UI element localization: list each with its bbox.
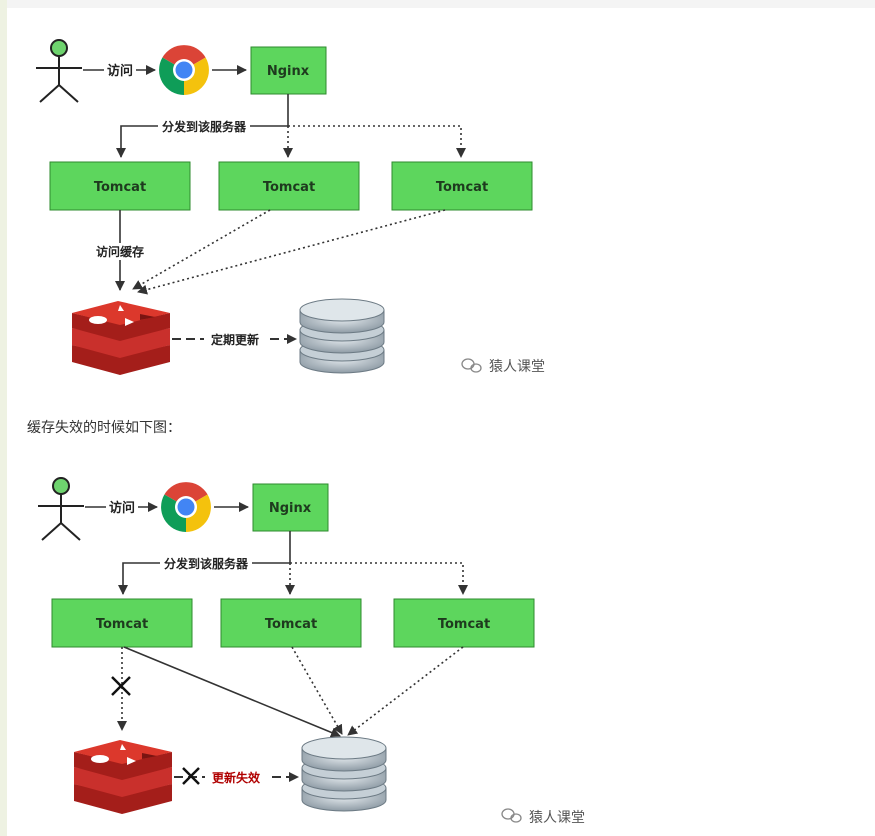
tomcat-label-1: Tomcat (94, 180, 146, 195)
nginx-box: Nginx (252, 483, 329, 532)
user-icon (38, 477, 84, 541)
tomcat-box-3: Tomcat (391, 161, 533, 211)
nginx-label: Nginx (267, 64, 310, 79)
cache-access-connectors: 访问缓存 (88, 209, 446, 295)
caption-cache-failure: 缓存失效的时候如下图： (27, 420, 181, 436)
tomcat-label-2: Tomcat (263, 180, 315, 195)
tomcat-box-1: Tomcat (51, 598, 193, 648)
visit-arrow: 访问 (85, 498, 158, 516)
failure-x-icon (111, 676, 131, 696)
diagram-normal-svg: 访问 Nginx 分发到该服务器 Tomcat Tomcat Tomcat (36, 39, 545, 375)
dispatch-label: 分发到该服务器 (162, 119, 247, 134)
visit-label: 访问 (109, 500, 135, 516)
dispatch-connectors: 分发到该服务器 (116, 94, 466, 158)
tomcat-label-3: Tomcat (436, 180, 488, 195)
tomcat-label-3: Tomcat (438, 617, 490, 632)
failed-cache-access (111, 647, 131, 731)
update-failed-arrow: 更新失效 (174, 767, 299, 786)
wechat-icon (501, 808, 522, 823)
watermark-text: 猿人课堂 (489, 359, 545, 375)
tomcat-box-2: Tomcat (220, 598, 362, 648)
dispatch-label: 分发到该服务器 (164, 556, 249, 571)
visit-arrow: 访问 (83, 61, 156, 79)
db-direct-connectors (123, 646, 464, 738)
failure-x-icon (182, 767, 200, 785)
tomcat-box-2: Tomcat (218, 161, 360, 211)
visit-label: 访问 (107, 63, 133, 79)
database-icon (301, 736, 387, 812)
redis-icon (72, 301, 170, 375)
tomcat-label-2: Tomcat (265, 617, 317, 632)
diagram-cache-failure: 访问 Nginx 分发到该服务器 Tomcat Tomcat Tomcat (0, 436, 875, 836)
periodic-update-label: 定期更新 (211, 332, 259, 347)
redis-icon (74, 740, 172, 814)
tomcat-box-1: Tomcat (49, 161, 191, 211)
user-icon (36, 39, 82, 103)
nginx-box: Nginx (250, 46, 327, 95)
diagram-failure-svg: 访问 Nginx 分发到该服务器 Tomcat Tomcat Tomcat (38, 477, 585, 826)
chrome-icon (159, 45, 209, 95)
left-rail (0, 0, 7, 836)
tomcat-label-1: Tomcat (96, 617, 148, 632)
periodic-update-arrow: 定期更新 (172, 331, 297, 348)
tomcat-box-3: Tomcat (393, 598, 535, 648)
chrome-icon (161, 482, 211, 532)
watermark: 猿人课堂 (501, 808, 585, 826)
database-icon (299, 298, 385, 374)
diagram-normal-cache: 访问 Nginx 分发到该服务器 Tomcat Tomcat Tomcat (0, 0, 875, 400)
dispatch-connectors: 分发到该服务器 (118, 531, 468, 595)
watermark-text: 猿人课堂 (529, 810, 585, 826)
cache-access-label: 访问缓存 (96, 244, 144, 259)
wechat-icon (461, 358, 482, 373)
top-rule (7, 0, 875, 8)
update-failed-label: 更新失效 (212, 770, 261, 785)
nginx-label: Nginx (269, 501, 312, 516)
watermark: 猿人课堂 (461, 358, 545, 375)
